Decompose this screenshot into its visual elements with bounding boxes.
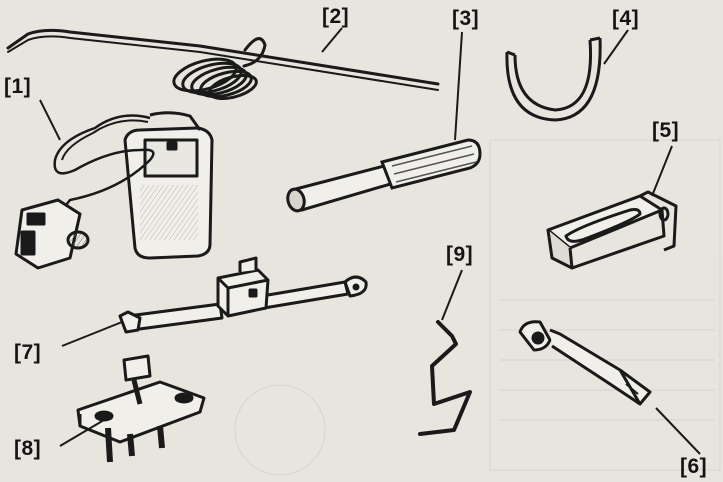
leader-3 — [454, 31, 463, 141]
tool-3-drift-pin — [286, 138, 482, 213]
leader-7 — [61, 321, 123, 347]
background-texture — [234, 139, 721, 476]
tool-6-wrench — [518, 320, 652, 406]
callout-8: [8] — [14, 437, 42, 460]
callout-9: [9] — [446, 243, 474, 266]
leader-8 — [59, 419, 105, 447]
tool-4-spring-clip — [505, 36, 602, 122]
tool-7-bar-gauge — [118, 256, 368, 334]
leader-6 — [655, 407, 701, 455]
tool-8-puller — [76, 354, 206, 463]
leader-4 — [603, 29, 629, 65]
callout-1: [1] — [4, 75, 32, 98]
leader-1 — [39, 99, 61, 141]
tool-9-hook — [418, 320, 472, 436]
leader-lines — [39, 27, 701, 455]
leader-9 — [441, 269, 463, 321]
tool-2-spring-wire — [6, 28, 440, 100]
leader-2 — [321, 27, 343, 53]
callout-5: [5] — [652, 119, 680, 142]
tool-1-meter — [14, 111, 214, 270]
callout-4: [4] — [612, 7, 640, 30]
callout-3: [3] — [452, 7, 480, 30]
callout-2: [2] — [322, 5, 350, 28]
tool-5-bracket — [546, 190, 678, 270]
leader-5 — [651, 145, 673, 197]
callout-7: [7] — [14, 341, 42, 364]
callout-6: [6] — [680, 455, 708, 478]
